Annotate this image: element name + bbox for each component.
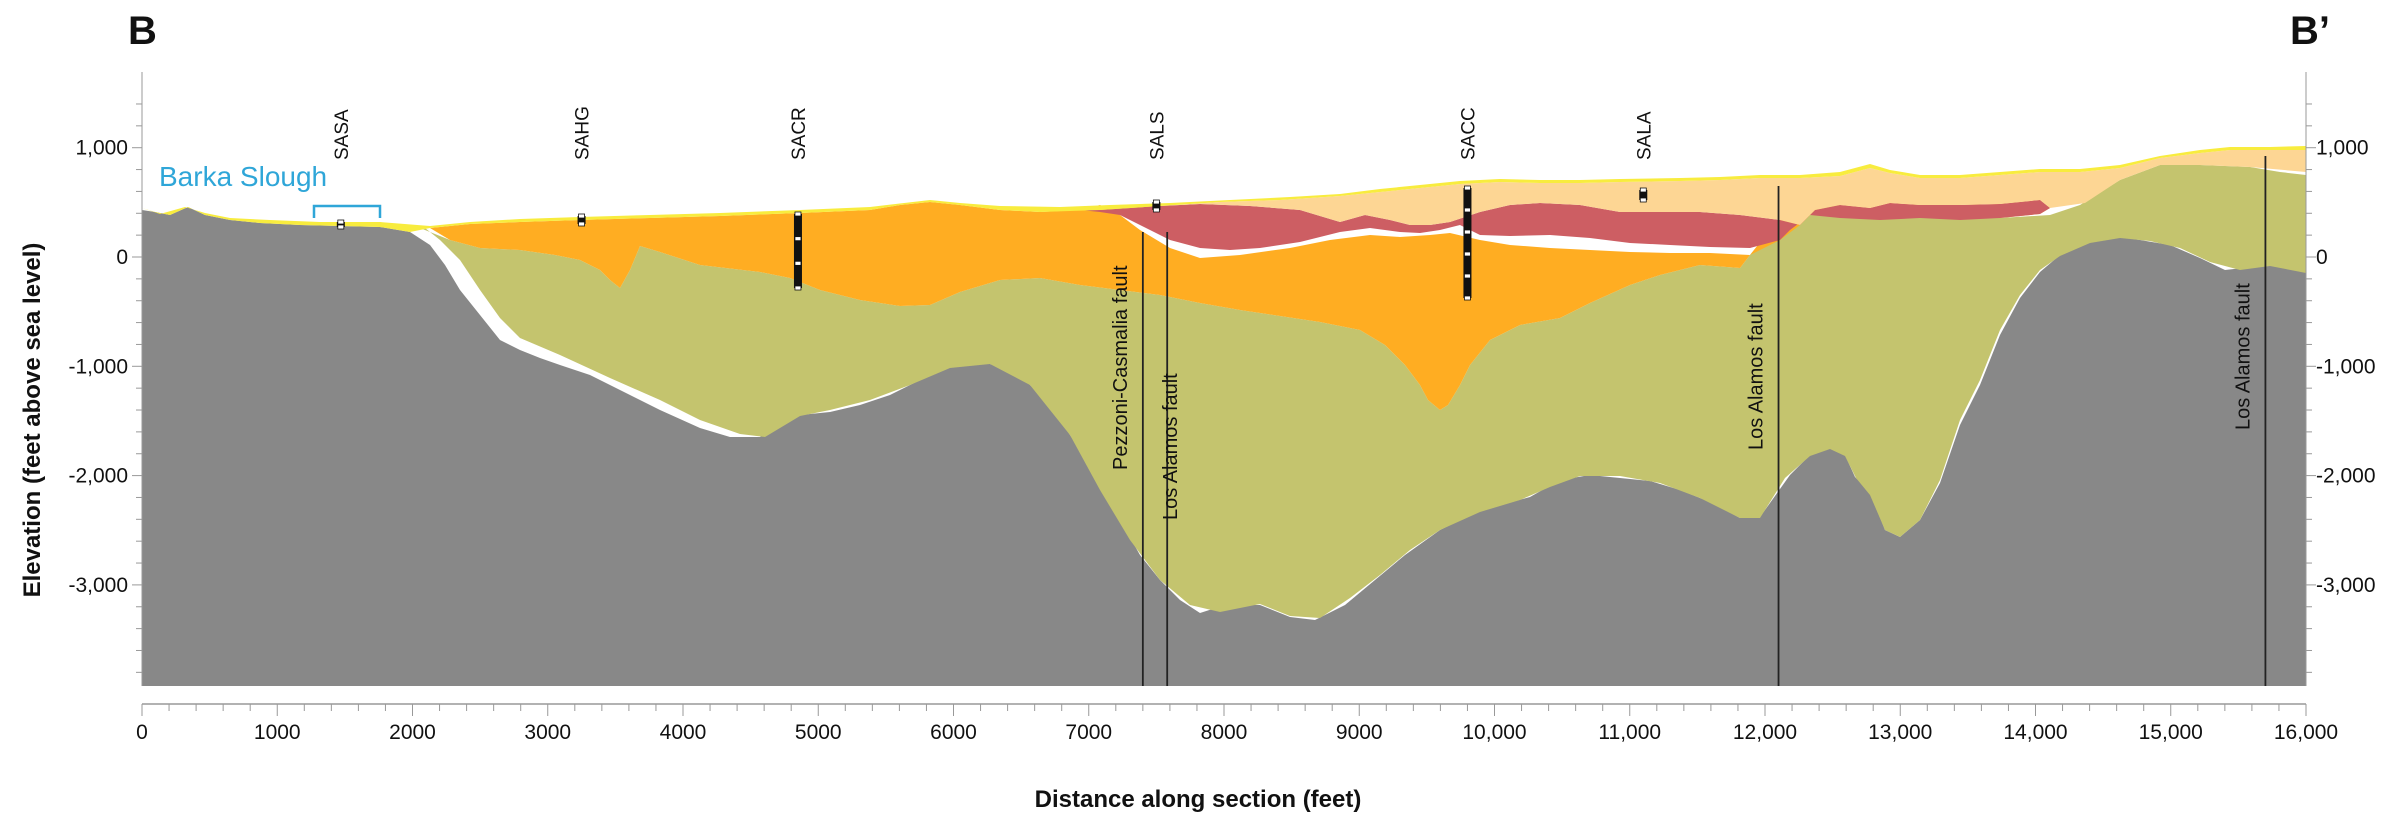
x-tick-label: 16,000 (2274, 721, 2338, 744)
well-screen-marker (1464, 273, 1471, 279)
x-tick-label: 11,000 (1598, 721, 1661, 744)
well-casing (1152, 202, 1161, 210)
red-unit (1080, 200, 2050, 250)
y-left-tick-label: -3,000 (68, 574, 128, 597)
x-tick-label: 5000 (795, 721, 842, 744)
section-end-label: B’ (2290, 9, 2330, 53)
x-tick-label: 8000 (1201, 721, 1248, 744)
well-casing (1639, 190, 1648, 200)
y-left-tick-label: -2,000 (68, 465, 128, 488)
basement-unit (142, 207, 2306, 686)
well-label: SALS (1147, 111, 1168, 160)
x-tick-label: 1000 (254, 721, 301, 744)
fault-label: Los Alamos fault (1160, 373, 1182, 520)
x-tick-label: 3000 (524, 721, 571, 744)
x-tick-label: 2000 (389, 721, 436, 744)
x-tick-label: 15,000 (2139, 721, 2203, 744)
x-tick-label: 7000 (1065, 721, 1112, 744)
yellow-surface-unit (142, 146, 2306, 232)
well-casing (793, 214, 802, 288)
well-screen-marker (1464, 251, 1471, 257)
x-tick-label: 14,000 (2003, 721, 2067, 744)
y-left-tick-label: 0 (116, 246, 128, 269)
well-screen-marker (1464, 295, 1471, 301)
well-label: SAHG (573, 106, 594, 160)
well-label: SALA (1634, 111, 1655, 160)
well-label: SACC (1458, 107, 1479, 160)
y-right-tick-label: -2,000 (2316, 465, 2376, 488)
well-label: SASA (332, 109, 353, 160)
well-screen-marker (337, 219, 345, 225)
y-right-tick-label: -3,000 (2316, 574, 2376, 597)
y-left-tick-label: -1,000 (68, 355, 128, 378)
y-right-tick-label: -1,000 (2316, 355, 2376, 378)
x-tick-label: 0 (136, 721, 148, 744)
x-tick-label: 13,000 (1868, 721, 1932, 744)
y-axis-title: Elevation (feet above sea level) (19, 243, 46, 598)
well-screen-marker (578, 213, 585, 219)
well-screen-marker (794, 285, 802, 291)
well-screen-marker (1152, 207, 1160, 213)
orange-unit (430, 200, 2050, 410)
well-screen-marker (1464, 207, 1471, 213)
tan-unit (1080, 149, 2306, 225)
well-screen-marker (1464, 229, 1471, 235)
wells-layer: SASA SAHG SACR SALS SACC SALA (332, 106, 1655, 301)
well-screen-marker (1639, 187, 1647, 193)
well-casing (577, 216, 586, 224)
well-screen-marker (1464, 185, 1471, 191)
well-screen-marker (1152, 199, 1160, 205)
well-screen-marker (1639, 197, 1647, 203)
well-casing (336, 222, 345, 227)
x-tick-label: 9000 (1336, 721, 1383, 744)
y-right-tick-label: 1,000 (2316, 137, 2369, 160)
x-tick-label: 12,000 (1733, 721, 1797, 744)
fault-label: Pezzoni-Casmalia fault (1110, 265, 1132, 470)
fault-label: Los Alamos fault (1746, 303, 1768, 450)
well-screen-marker (578, 221, 585, 227)
x-tick-label: 6000 (930, 721, 977, 744)
olive-unit (420, 165, 2306, 618)
well-screen-marker (337, 224, 345, 230)
barka-slough-label: Barka Slough (159, 161, 327, 192)
axes-layer: 0 1000 2000 3000 4000 5000 6000 7000 8000 9000 10,… (68, 72, 2376, 744)
well-screen-marker (794, 260, 802, 266)
section-start-label: B (128, 9, 157, 53)
fault-label: Los Alamos fault (2232, 283, 2254, 430)
x-axis-title: Distance along section (feet) (1035, 786, 1362, 813)
well-label: SACR (789, 107, 810, 160)
x-tick-label: 10,000 (1462, 721, 1526, 744)
well-screen-marker (794, 211, 802, 217)
y-right-tick-label: 0 (2316, 246, 2328, 269)
y-left-tick-label: 1,000 (75, 137, 128, 160)
section-base-band (142, 686, 2306, 698)
x-tick-label: 4000 (660, 721, 707, 744)
barka-slough-bracket (312, 204, 382, 218)
well-casing (1463, 188, 1472, 298)
well-screen-marker (794, 236, 802, 242)
